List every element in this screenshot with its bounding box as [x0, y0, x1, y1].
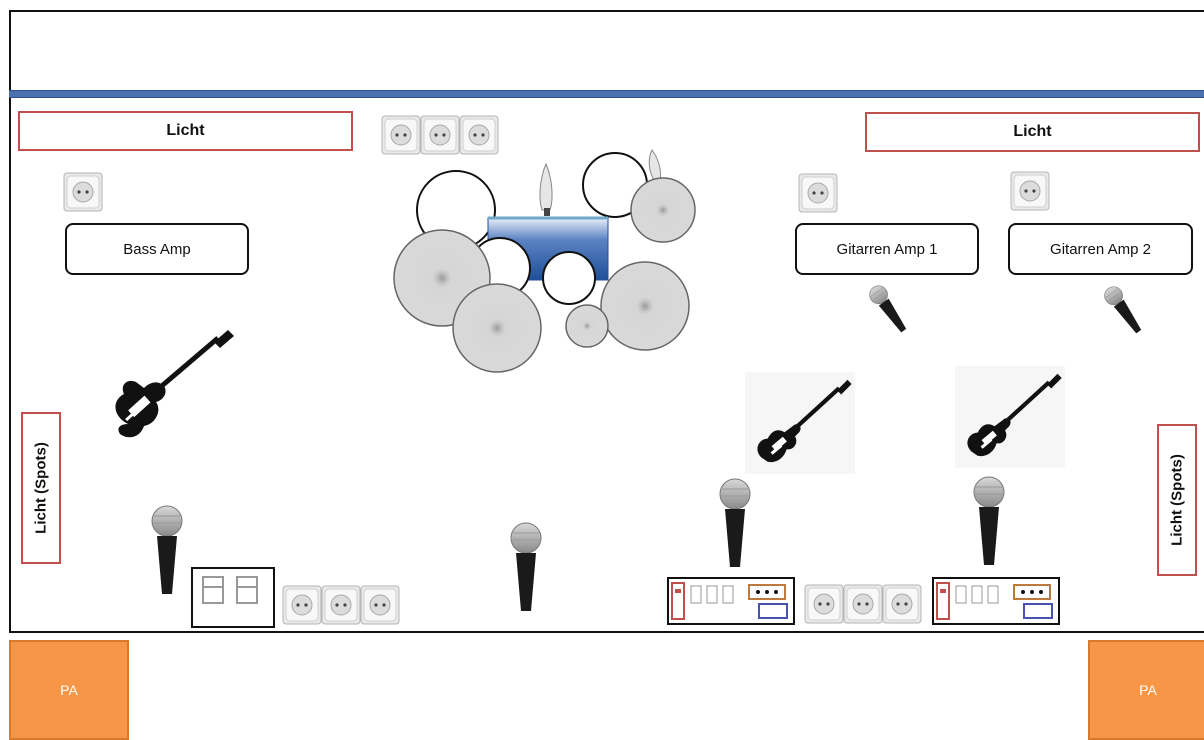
light-bar-label: Licht [166, 122, 205, 139]
power-socket-icon [882, 584, 922, 624]
light-bar-top-right: Licht [865, 112, 1200, 152]
microphone-icon [973, 476, 1005, 566]
amp-microphone-icon [865, 281, 912, 337]
spot-light-left: Licht (Spots) [21, 412, 61, 564]
guitar-amp-1-label: Gitarren Amp 1 [836, 240, 938, 258]
pa-speaker-right: PA [1088, 640, 1204, 740]
light-bar-label: Licht [1013, 123, 1052, 140]
spot-light-label: Licht (Spots) [32, 442, 50, 534]
power-socket-icon [798, 173, 838, 213]
power-socket-icon [321, 585, 361, 625]
power-socket-icon [381, 115, 421, 155]
drum-kit-icon [393, 149, 696, 373]
di-box-icon [191, 567, 275, 628]
power-socket-icon [360, 585, 400, 625]
guitar-amp-2-label: Gitarren Amp 2 [1050, 240, 1151, 258]
microphone-icon [151, 505, 183, 595]
guitar-amp-2: Gitarren Amp 2 [1008, 223, 1193, 275]
power-socket-icon [282, 585, 322, 625]
power-socket-icon [843, 584, 883, 624]
power-socket-strip-left [282, 585, 400, 625]
electric-guitar-icon [955, 366, 1065, 468]
bass-guitar-icon [115, 330, 234, 438]
guitar-amp-1: Gitarren Amp 1 [795, 223, 979, 275]
stage-outline [9, 10, 1204, 633]
light-bar-top-left: Licht [18, 111, 353, 151]
electric-guitar-icon [745, 372, 855, 474]
stage-backline [9, 90, 1204, 98]
power-socket-icon [63, 172, 103, 212]
power-socket-icon [804, 584, 844, 624]
microphone-icon [510, 522, 542, 612]
power-socket-icon [1010, 171, 1050, 211]
microphone-icon [719, 478, 751, 568]
bass-amp-label: Bass Amp [123, 240, 191, 258]
pa-label: PA [1139, 682, 1157, 698]
power-socket-strip-right [804, 584, 922, 624]
spot-light-right: Licht (Spots) [1157, 424, 1197, 576]
bass-amp: Bass Amp [65, 223, 249, 275]
amp-microphone-icon [1100, 282, 1147, 338]
pa-speaker-left: PA [9, 640, 129, 740]
power-socket-icon [420, 115, 460, 155]
power-socket-icon [459, 115, 499, 155]
spot-light-label: Licht (Spots) [1168, 454, 1186, 546]
pa-label: PA [60, 682, 78, 698]
effects-pedalboard-icon [932, 577, 1060, 625]
effects-pedalboard-icon [667, 577, 795, 625]
